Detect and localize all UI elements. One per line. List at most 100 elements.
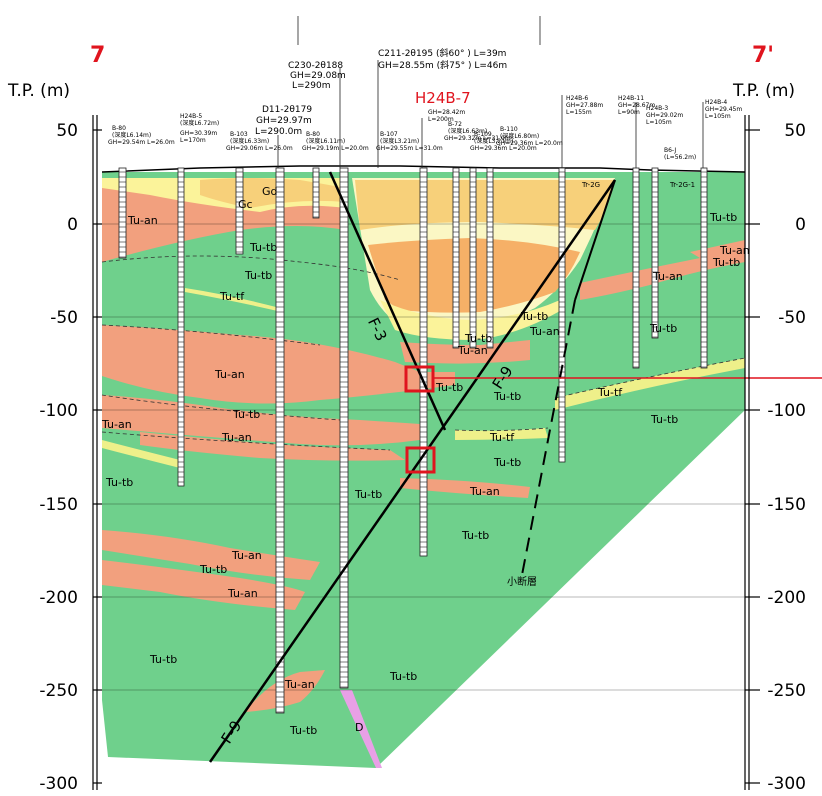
left-axis <box>92 115 102 790</box>
unit-d <box>340 690 382 768</box>
unit-tu-an-graben-bottom <box>400 340 530 364</box>
tick-label: 0 <box>67 215 78 235</box>
tick-label: -250 <box>39 681 78 701</box>
borehole-label-line: H24B-3 <box>646 105 668 112</box>
borehole-label-line: (深度L6.14m) <box>112 131 151 139</box>
borehole-label-line: H24B-6 <box>566 95 588 102</box>
unit-label: Tr-2G <box>581 181 600 189</box>
borehole-label-line: GH=29.08m <box>290 71 346 81</box>
borehole-column <box>632 167 640 369</box>
tick-label: -300 <box>767 774 806 794</box>
unit-label: Tu-an <box>231 549 262 562</box>
borehole-label-line: GH=28.55m (斜75° ) L=46m <box>378 59 507 71</box>
borehole-label-line: GH=29.02m <box>646 112 683 119</box>
unit-label: Tu-tb <box>244 269 272 282</box>
tick-label: -200 <box>39 588 78 608</box>
right-axis <box>744 115 760 790</box>
tick-label: -150 <box>39 495 78 515</box>
layer-tu-tf-right <box>555 358 745 410</box>
unit-label: Tu-an <box>227 587 258 600</box>
layer-tu-an-lower-b <box>140 432 405 461</box>
unit-label: Tu-tb <box>435 381 463 394</box>
tick-label: -150 <box>767 495 806 515</box>
borehole-label-line: GH=29.06m L=26.0m <box>226 145 293 152</box>
borehole-label-line: L=290m <box>292 81 331 91</box>
borehole-label-line: GH=29.32m L=31.0m <box>444 135 511 142</box>
unit-label: Tu-tb <box>709 211 737 224</box>
borehole-label-line: (深度L6.72m) <box>180 119 219 127</box>
unit-label: Tu-an <box>284 678 315 691</box>
unit-label: Tu-tb <box>712 256 740 269</box>
layer-tu-tf-a <box>185 288 282 312</box>
tick-label: -100 <box>767 401 806 421</box>
borehole-label-line: (深度L6.80m) <box>500 132 539 140</box>
borehole-label-line: C230-2θ188 <box>288 61 343 71</box>
borehole-label-line: B-103 <box>230 131 248 138</box>
tick-label: -250 <box>767 681 806 701</box>
fault-minor-upper <box>574 179 616 301</box>
borehole-label-line: (深度L3.21m) <box>380 137 419 145</box>
borehole-label-line: D11-2θ179 <box>262 105 312 115</box>
unit-label: Tu-tb <box>493 390 521 403</box>
borehole-label-line: L=170m <box>180 137 206 144</box>
unit-label: Tu-tb <box>649 322 677 335</box>
borehole-column <box>275 167 285 714</box>
borehole-column <box>700 167 708 369</box>
unit-labels-tiny: Tr-2G Tr-2G-1 <box>581 181 695 189</box>
unit-label: Gc <box>238 198 253 211</box>
unit-label: Tu-tb <box>461 529 489 542</box>
borehole-label-line: L=290.0m <box>255 127 302 137</box>
layer-tu-an-deep-a <box>102 530 320 580</box>
unit-label: Tu-an <box>101 418 132 431</box>
borehole-label-line: GH=29.45m <box>705 106 742 113</box>
section-label-right: 7' <box>752 43 774 68</box>
tick-label: -300 <box>39 774 78 794</box>
borehole-label-line: L=105m <box>705 113 731 120</box>
highlight-box-upper <box>404 365 435 393</box>
fault-f3 <box>328 171 447 431</box>
unit-label: Tu-tb <box>105 476 133 489</box>
borehole-label-line: GH=28.67m <box>618 102 655 109</box>
unit-label: Tu-tb <box>199 563 227 576</box>
small-borehole-labels: B-80 (深度L6.14m) GH=29.54m L=26.0m H24B-5… <box>108 95 742 161</box>
unit-label: Tu-an <box>719 244 750 257</box>
unit-label: Tu-tb <box>354 488 382 501</box>
unit-label: Tu-tf <box>489 431 515 444</box>
borehole-label-line: H24B-4 <box>705 99 727 106</box>
unit-label: Tu-tb <box>520 310 548 323</box>
tick-label: -50 <box>778 308 806 328</box>
borehole-label-line: (深度L6.63m) <box>448 127 487 135</box>
unit-label: Tu-an <box>457 344 488 357</box>
tick-label: -50 <box>50 308 78 328</box>
fault-label-minor: 小断層 <box>507 575 537 588</box>
unit-label: Tu-tf <box>219 290 245 303</box>
layer-tu-an-deep-b <box>102 560 305 610</box>
red-markers <box>404 365 822 474</box>
borehole-label-line: GH=28.42m <box>428 109 465 116</box>
unit-label: Tu-tb <box>249 241 277 254</box>
borehole-label-line: GH=30.39m <box>180 130 217 137</box>
tick-label: 50 <box>56 121 78 141</box>
tick-label: -100 <box>39 401 78 421</box>
tick-label: 50 <box>784 121 806 141</box>
borehole-column <box>469 167 477 349</box>
unit-label: Tu-an <box>221 431 252 444</box>
borehole-column <box>486 167 494 349</box>
borehole-label-line: H24B-5 <box>180 113 202 120</box>
unit-label: D <box>355 721 363 734</box>
tick-label: -200 <box>767 588 806 608</box>
borehole-label-line: GH=29.36m L=20.0m <box>470 145 537 152</box>
borehole-label-c211: C211-2θ195 (斜60° ) L=39m GH=28.55m (斜75°… <box>378 47 507 71</box>
borehole-label-line: (L=56.2m) <box>664 154 696 161</box>
section-label-left: 7 <box>90 43 105 68</box>
unit-label: Tu-an <box>214 368 245 381</box>
borehole-label-line: GH=29.19m L=20.0m <box>302 145 369 152</box>
borehole-label-line: (深度L6.11m) <box>306 137 345 145</box>
borehole-label-line: GH=29.55m L=31.0m <box>376 145 443 152</box>
unit-label: Tu-tb <box>149 653 177 666</box>
borehole-label-line: B-107 <box>380 131 398 138</box>
unit-label: Tu-an <box>469 485 500 498</box>
unit-label: Tu-an <box>529 325 560 338</box>
axis-title-left: T.P. (m) <box>7 81 70 101</box>
unit-label: Tu-tf <box>597 386 623 399</box>
